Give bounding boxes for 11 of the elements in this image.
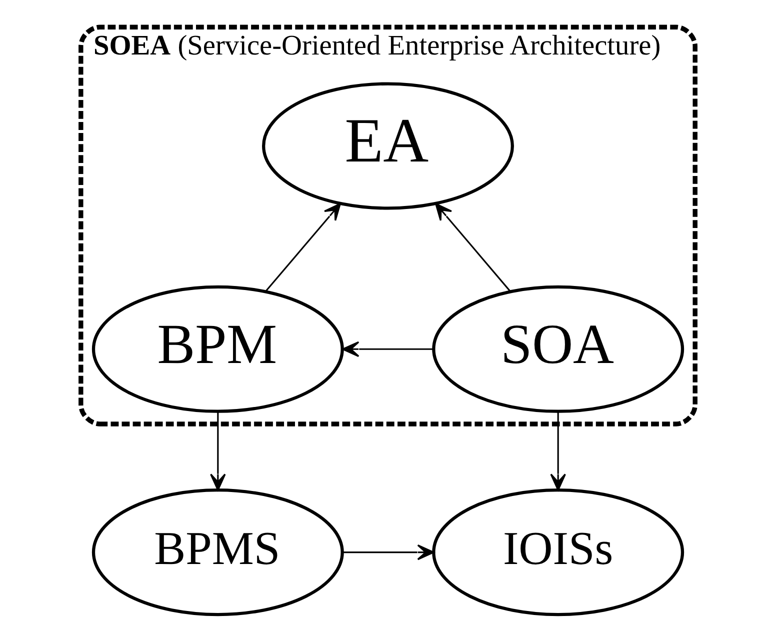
node-ellipse: EA [262, 82, 514, 210]
arrow [435, 203, 511, 292]
arrow [265, 203, 341, 292]
node-ellipse: BPMS [92, 488, 344, 616]
arrow [342, 341, 434, 358]
arrow [550, 412, 566, 491]
node-ellipse: SOA [432, 285, 684, 413]
node-ellipse: BPM [92, 285, 344, 413]
arrow [342, 544, 434, 560]
node-ellipse: IOISs [432, 488, 684, 616]
arrow [210, 412, 226, 491]
